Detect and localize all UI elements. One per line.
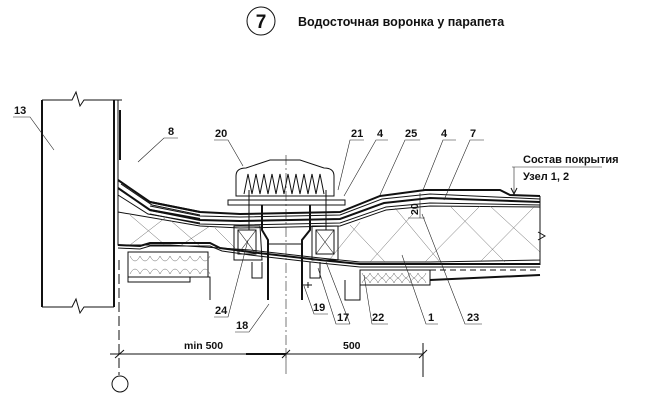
break-line-top <box>42 90 122 108</box>
drain-funnel <box>227 155 346 358</box>
dimension-right: 500 <box>343 340 361 352</box>
callout-21: 21 <box>351 128 363 140</box>
clamp-screw <box>303 282 312 288</box>
parapet-flashing <box>117 110 201 224</box>
heating-element-right <box>315 229 335 255</box>
callout-17: 17 <box>337 312 349 324</box>
axis-bubble <box>111 375 129 393</box>
dimension-left: min 500 <box>184 340 223 352</box>
callouts: 13 8 20 21 4 25 4 7 24 18 19 17 <box>13 105 484 333</box>
roof-membrane-layers <box>149 189 541 226</box>
callout-4a: 4 <box>377 128 384 140</box>
composition-note: Состав покрытия Узел 1, 2 <box>510 154 619 196</box>
callout-4b: 4 <box>441 128 448 140</box>
break-line-bottom <box>42 297 114 315</box>
callout-1: 1 <box>428 312 434 324</box>
composition-title: Состав покрытия <box>523 154 619 166</box>
slope-height-label: 20 <box>409 203 421 215</box>
slope-dimension: 20 <box>408 193 425 219</box>
callout-25: 25 <box>405 128 417 140</box>
callout-22: 22 <box>372 312 384 324</box>
callout-19: 19 <box>313 302 325 314</box>
callout-20: 20 <box>215 128 227 140</box>
callout-23: 23 <box>467 312 479 324</box>
ceiling-insulation-left <box>127 251 211 300</box>
arrow-down-icon <box>510 187 518 196</box>
callout-13: 13 <box>14 105 26 117</box>
node-number-circle <box>246 6 276 36</box>
grate-ribs <box>243 173 325 195</box>
dimension-line: min 500 500 <box>110 260 428 393</box>
callout-7: 7 <box>470 128 476 140</box>
node-number: 7 <box>256 12 267 33</box>
heating-element-left <box>237 229 257 255</box>
drawing-title: Водосточная воронка у парапета <box>298 15 505 29</box>
leaf-guard-cap <box>235 159 335 188</box>
parapet-wall <box>41 90 122 315</box>
composition-nodes: Узел 1, 2 <box>523 171 569 183</box>
callout-24: 24 <box>215 305 228 317</box>
ceiling-insulation-right <box>344 269 541 301</box>
break-mark-right <box>537 231 547 241</box>
callout-8: 8 <box>168 126 174 138</box>
callout-18: 18 <box>236 320 248 332</box>
header: 7 Водосточная воронка у парапета <box>246 6 505 36</box>
